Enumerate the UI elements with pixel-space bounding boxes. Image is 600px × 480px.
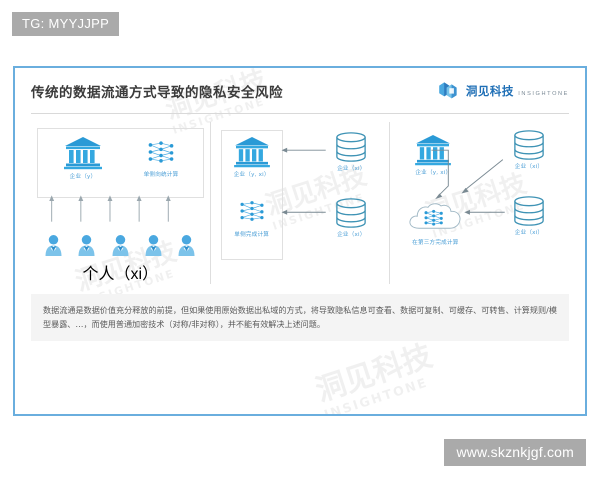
panel-2-enterprise-label: 企业（y, xi）	[233, 172, 270, 178]
panel-2-compute-node: 单侧完成计算	[224, 200, 280, 238]
panel-2-database-label-1: 企业（xi）	[337, 166, 366, 172]
panel-3-enterprise-label: 企业（y, xi）	[415, 170, 452, 176]
panel-1-individual-label: 个人（xi）	[82, 266, 159, 283]
neural-network-icon	[148, 141, 174, 163]
person-icon	[77, 234, 96, 257]
bank-icon	[415, 134, 452, 166]
panel-1: 企业（y）	[31, 122, 210, 284]
panel-1-compute-label: 单侧向统计算	[143, 172, 179, 178]
panel-2-compute-label: 单侧完成计算	[234, 232, 270, 238]
site-watermark-tag: www.skznkjgf.com	[444, 439, 586, 466]
panel-2-enclosure	[220, 130, 283, 260]
bank-icon	[64, 137, 102, 170]
person-icon	[177, 234, 196, 257]
summary-note: 数据流通是数据价值充分释放的前提，但如果使用原始数据出私域的方式，将导致隐私信息…	[31, 294, 569, 342]
panel-2-database-node-1: 企业（xi）	[323, 132, 379, 172]
panel-2-database-label-2: 企业（xi）	[337, 232, 366, 238]
cube-logo-icon	[436, 79, 460, 103]
panel-3-cloud-node: 在第三方完成计算	[396, 200, 474, 246]
person-icon	[44, 234, 63, 257]
slide-header: 传统的数据流通方式导致的隐私安全风险 洞见科技 INSIGHTONE	[15, 68, 585, 114]
panel-1-enterprise-node: 企业（y）	[55, 136, 111, 180]
person-icon	[144, 234, 163, 257]
brand-logo: 洞见科技 INSIGHTONE	[436, 79, 569, 103]
database-icon	[514, 196, 544, 226]
panel-1-enclosure	[37, 128, 204, 198]
panel-1-enterprise-label: 企业（y）	[69, 174, 97, 180]
panel-3: 企业（y, xi）	[389, 122, 569, 284]
summary-note-text: 数据流通是数据价值充分释放的前提，但如果使用原始数据出私域的方式，将导致隐私信息…	[43, 305, 557, 330]
brand-name-cn: 洞见科技	[465, 83, 514, 98]
cloud-neural-icon	[409, 203, 461, 229]
person-icon	[111, 234, 130, 257]
header-divider	[31, 113, 569, 114]
brand-text: 洞见科技 INSIGHTONE	[466, 83, 569, 100]
panel-3-database-label-2: 企业（xi）	[514, 230, 544, 236]
panel-2: 企业（y, xi）	[209, 122, 390, 284]
panel-3-enterprise-node: 企业（y, xi）	[404, 134, 462, 176]
panel-2-arrows	[281, 147, 326, 215]
telegram-tag: TG: MYYJJPP	[12, 12, 120, 36]
database-icon	[514, 130, 544, 160]
panel-1-arrows	[49, 195, 171, 222]
panel-3-arrows	[431, 149, 506, 215]
diagram-band: 企业（y）	[31, 122, 569, 284]
brand-name-en: INSIGHTONE	[518, 90, 569, 97]
panel-2-enterprise-node: 企业（y, xi）	[224, 136, 280, 178]
panel-3-database-label-1: 企业（xi）	[514, 164, 544, 170]
database-icon	[336, 198, 367, 228]
page-title: 传统的数据流通方式导致的隐私安全风险	[31, 85, 283, 101]
panel-3-database-node-2: 企业（xi）	[501, 196, 557, 236]
panel-1-compute-node: 单侧向统计算	[125, 140, 197, 178]
database-icon	[336, 132, 367, 162]
neural-network-icon	[240, 201, 264, 221]
bank-icon	[233, 136, 270, 168]
panel-2-database-node-2: 企业（xi）	[323, 198, 379, 238]
panel-3-database-node-1: 企业（xi）	[501, 130, 557, 170]
panel-3-cloud-label: 在第三方完成计算	[412, 240, 459, 246]
panel-1-people-row	[37, 234, 204, 257]
